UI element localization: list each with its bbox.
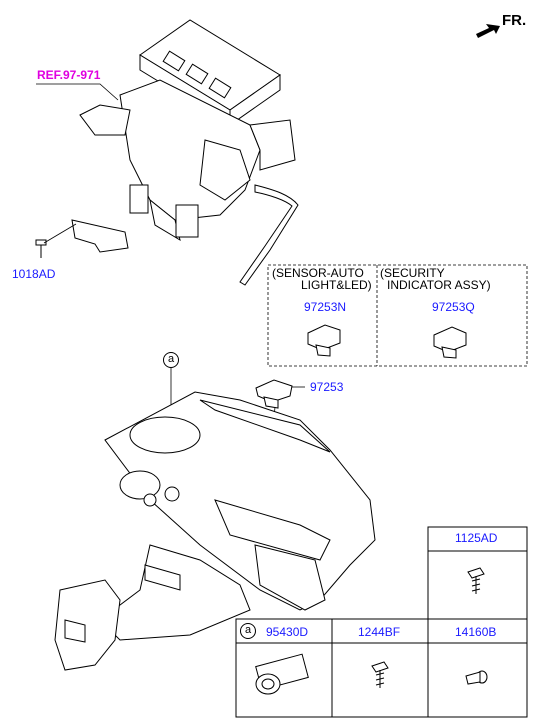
- screw-icon: [467, 567, 485, 594]
- security-indicator-icon: [433, 326, 467, 359]
- sensor-group-title: (SENSOR-AUTO: [272, 266, 364, 280]
- part-number-97253q: 97253Q: [432, 300, 475, 314]
- sensor-97253-icon: [255, 379, 293, 409]
- table-header-14160b: 14160B: [455, 625, 497, 639]
- part-number-97253: 97253: [310, 380, 344, 394]
- ignition-switch-icon: [255, 653, 309, 695]
- part-number-97253n: 97253N: [304, 300, 347, 314]
- option-group-box: [267, 264, 528, 367]
- front-direction-arrow-icon: [476, 24, 500, 38]
- security-group-title: (SECURITY: [380, 266, 445, 280]
- sensor-auto-light-icon: [307, 324, 341, 357]
- dashboard-panel: [54, 391, 376, 671]
- security-group-subtitle: INDICATOR ASSY): [387, 278, 491, 292]
- table-header-95430d: 95430D: [266, 625, 309, 639]
- front-direction-label: FR.: [502, 12, 527, 29]
- sensor-group-subtitle: LIGHT&LED): [301, 278, 372, 292]
- bolt-icon: [371, 661, 389, 688]
- callout-a-marker: a: [163, 352, 179, 368]
- part-number-1018ad: 1018AD: [12, 267, 56, 281]
- clip-icon: [465, 670, 488, 685]
- table-callout-a: a: [240, 623, 256, 639]
- reference-label: REF.97-971: [37, 68, 101, 82]
- table-header-1125ad: 1125AD: [455, 531, 498, 545]
- hvac-unit: [35, 19, 299, 286]
- parts-table-grid: [235, 526, 528, 718]
- table-header-1244bf: 1244BF: [358, 625, 401, 639]
